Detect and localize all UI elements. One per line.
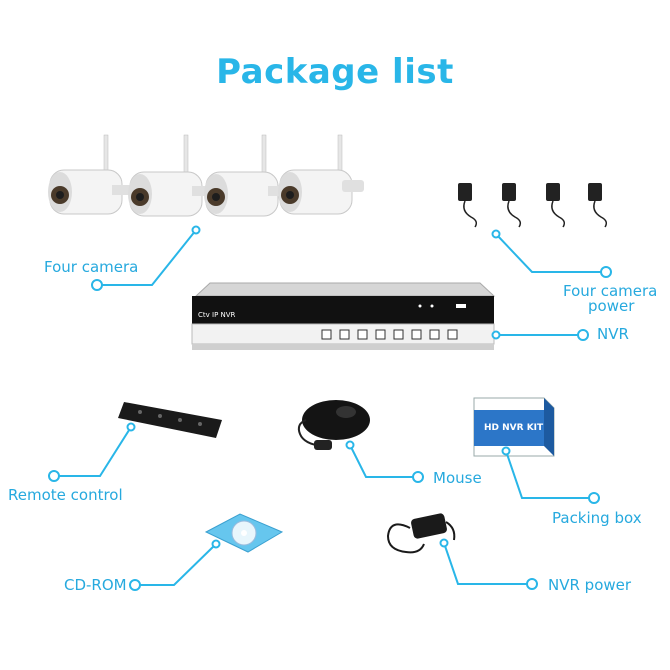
nvr-device-icon: Ctv IP NVR [191, 282, 496, 350]
camera-icon [204, 134, 286, 217]
connector-dot [129, 579, 141, 591]
remote-control-icon [118, 402, 222, 438]
box-label-text: HD NVR KIT [484, 423, 544, 433]
label-four-camera: Four camera [44, 258, 139, 276]
connector-dot [600, 266, 612, 278]
label-remote-control: Remote control [8, 486, 123, 504]
label-cd-rom: CD-ROM [64, 576, 127, 594]
camera-icon [48, 134, 130, 215]
connector-dot [191, 225, 201, 235]
power-adapter-icon [546, 183, 566, 228]
connector-dot [345, 440, 355, 450]
connector-dot [211, 539, 221, 549]
cd-rom-icon [204, 513, 284, 553]
connector-dot [588, 492, 600, 504]
camera-icon [278, 134, 364, 215]
label-mouse: Mouse [433, 469, 482, 487]
power-adapter-icon [502, 183, 522, 228]
connector-dot [126, 422, 136, 432]
page-title: Package list [216, 52, 454, 92]
connector-dot [491, 229, 501, 239]
nvr-power-adapter-icon [386, 513, 456, 554]
label-four-camera-power-line1: Four camera [563, 282, 658, 300]
connector-dot [439, 538, 449, 548]
connector-dot [491, 330, 501, 340]
camera-icon [128, 134, 210, 217]
mouse-icon [297, 400, 370, 450]
connector-dot [577, 329, 589, 341]
nvr-brand-text: Ctv IP NVR [198, 311, 236, 319]
label-nvr: NVR [597, 325, 629, 343]
connector-dot [412, 471, 424, 483]
packing-box-icon: HD NVR KIT [473, 397, 555, 457]
connector-dot [501, 446, 511, 456]
connector-dot [526, 578, 538, 590]
connector-dot [48, 470, 60, 482]
connector-dot [91, 279, 103, 291]
power-adapter-icon [588, 183, 608, 228]
label-four-camera-power-line2: power [588, 297, 635, 315]
label-packing-box: Packing box [552, 509, 642, 527]
label-nvr-power: NVR power [548, 576, 632, 594]
power-adapter-icon [458, 183, 478, 228]
